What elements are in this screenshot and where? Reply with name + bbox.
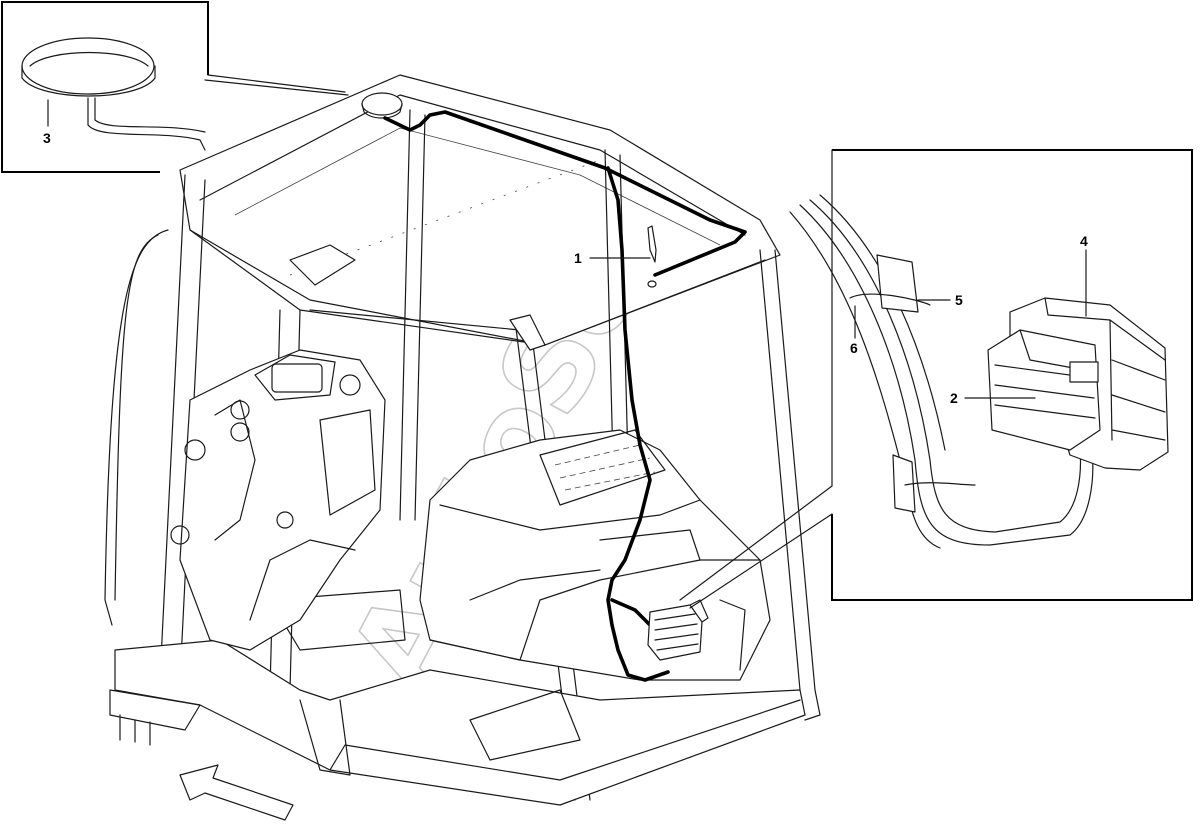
control-unit-small bbox=[647, 599, 709, 661]
inset-module-detail bbox=[679, 149, 1193, 609]
callout-1: 1 bbox=[574, 250, 582, 266]
antenna-unit bbox=[361, 92, 403, 119]
right-console bbox=[419, 429, 771, 681]
callout-labels: 1 2 3 4 5 6 bbox=[43, 130, 1088, 406]
callout-4: 4 bbox=[1080, 233, 1088, 249]
cab-floor bbox=[109, 589, 806, 806]
callout-2: 2 bbox=[950, 390, 958, 406]
direction-arrow bbox=[179, 764, 294, 821]
inset-antenna-detail bbox=[1, 1, 349, 173]
callout-6: 6 bbox=[850, 340, 858, 356]
callout-5: 5 bbox=[955, 292, 963, 308]
callout-3: 3 bbox=[43, 130, 51, 146]
left-console bbox=[170, 349, 386, 651]
leader-lines bbox=[47, 99, 1087, 399]
wiring-harness bbox=[383, 110, 747, 682]
